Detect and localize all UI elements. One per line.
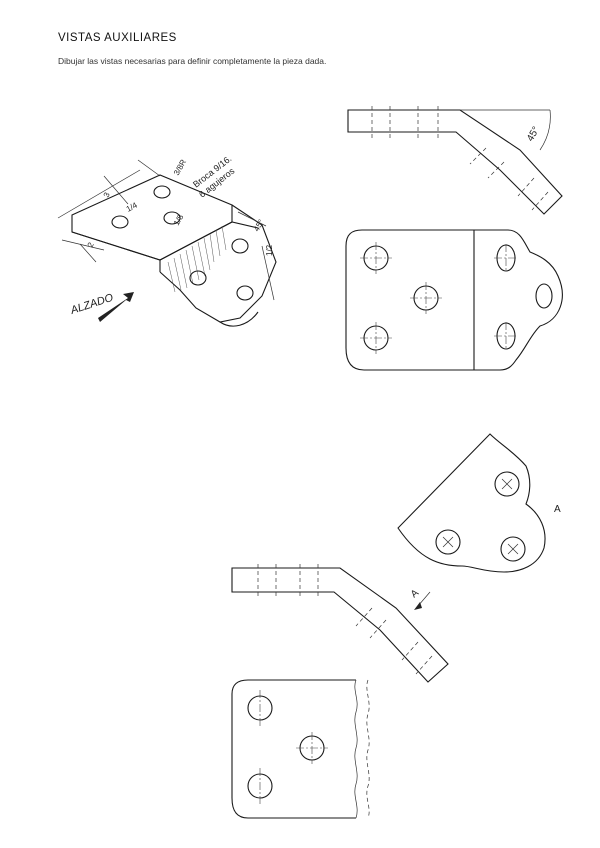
iso-hole-5 xyxy=(189,270,207,286)
iso-hole-1 xyxy=(111,215,129,229)
alzado-arrow xyxy=(98,292,134,322)
aux-hole-3 xyxy=(500,536,526,562)
iso-hole-6 xyxy=(236,285,254,301)
plan-hole-6 xyxy=(535,283,553,309)
svg-text:3: 3 xyxy=(102,190,112,198)
page-title: VISTAS AUXILIARES xyxy=(58,32,177,44)
iso-hole-4 xyxy=(231,238,249,254)
aux-hole-2 xyxy=(435,529,461,555)
svg-text:1/2: 1/2 xyxy=(265,244,274,256)
aux-hole-1 xyxy=(494,471,520,497)
iso-dimensions xyxy=(57,159,275,301)
iso-hole-3 xyxy=(163,211,181,225)
auxiliary-view: A xyxy=(397,433,561,573)
isometric-view: 3 1/4 1/8 2 1/2 3/8R 45° Broca 9/16. 6 a… xyxy=(57,153,277,327)
lower-plan-view xyxy=(231,679,370,819)
top-plan-view xyxy=(345,229,563,371)
iso-hole-2 xyxy=(153,185,171,199)
lower-elevation-view: A xyxy=(231,564,449,683)
svg-text:1/8: 1/8 xyxy=(172,212,186,227)
iso-radius-note: 3/8R xyxy=(172,158,188,177)
svg-text:2: 2 xyxy=(86,240,96,248)
top-angle-label: 45° xyxy=(525,125,542,144)
direction-arrow-label: A xyxy=(409,587,421,600)
top-elevation-view: 45° xyxy=(347,106,563,215)
shading-hatch xyxy=(167,225,227,293)
aux-view-label: A xyxy=(554,504,561,515)
page-instruction: Dibujar las vistas necesarias para defin… xyxy=(58,56,327,66)
